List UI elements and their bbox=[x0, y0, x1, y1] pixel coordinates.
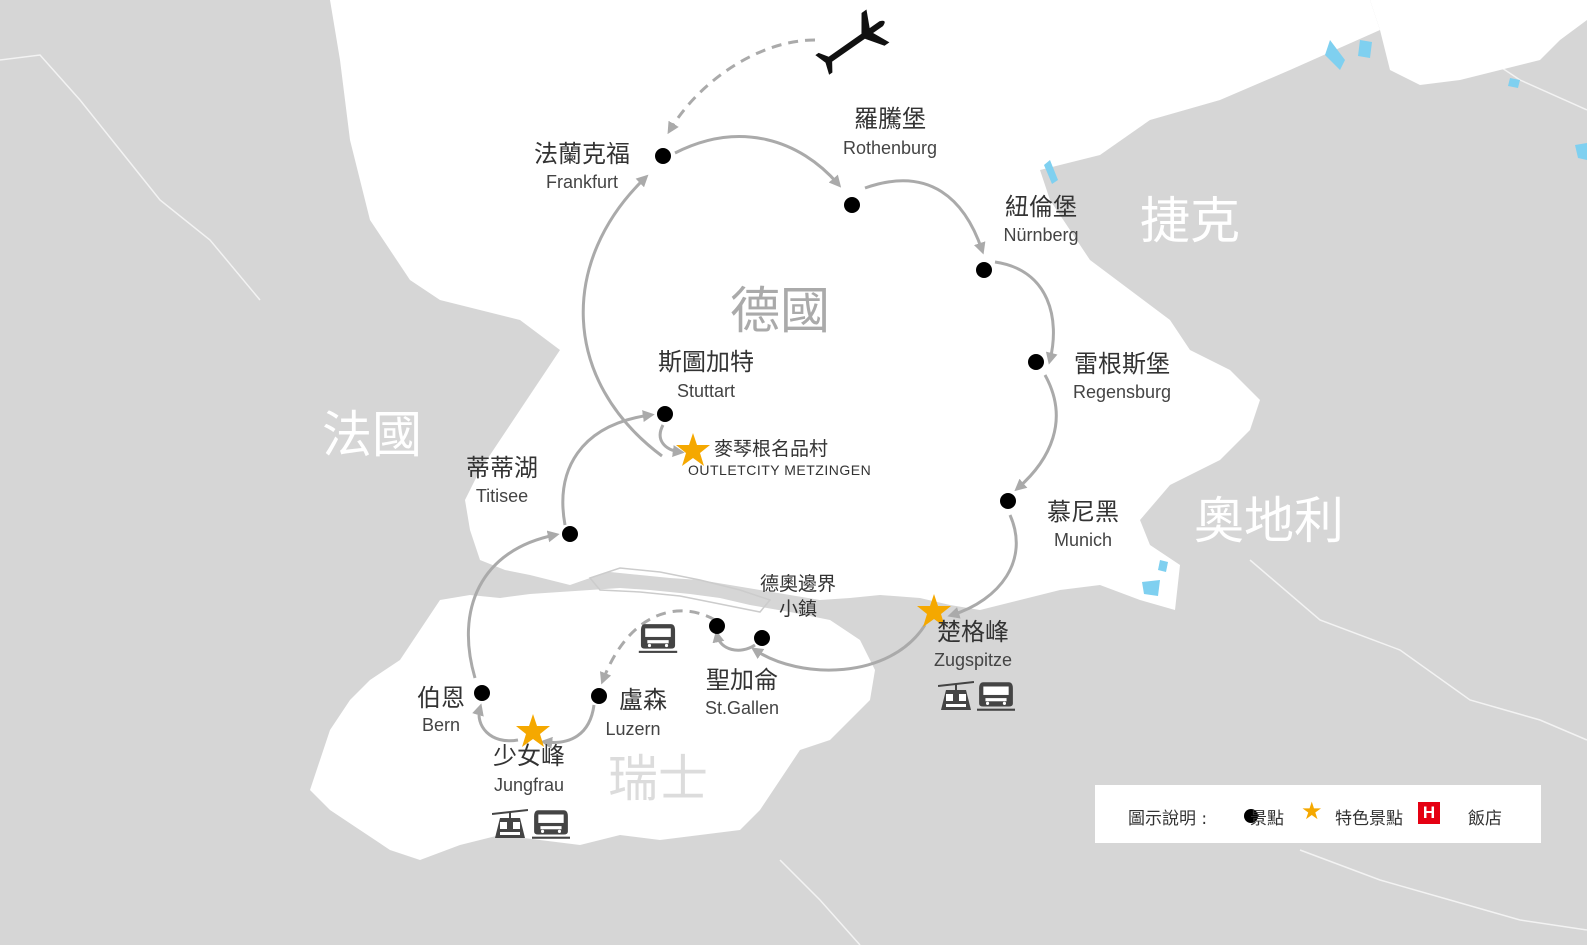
marker-border bbox=[754, 630, 770, 646]
route-stgallen-luzern bbox=[599, 609, 716, 685]
label-frankfurt-zh: 法蘭克福 bbox=[534, 140, 630, 168]
route-lines bbox=[466, 38, 1058, 749]
legend-hotel-icon: H bbox=[1418, 802, 1440, 824]
label-rothenburg-zh: 羅騰堡 bbox=[854, 105, 926, 133]
label-metzingen-zh: 麥琴根名品村 bbox=[714, 438, 828, 460]
label-jungfrau-zh: 少女峰 bbox=[493, 742, 565, 770]
train-icon bbox=[638, 624, 678, 653]
switzerland-shape bbox=[310, 588, 875, 860]
country-label-switzerland: 瑞士 bbox=[608, 750, 708, 808]
country-label-czech: 捷克 bbox=[1140, 192, 1240, 250]
label-bern-zh: 伯恩 bbox=[417, 684, 465, 712]
route-metzingen-frankfurt bbox=[581, 174, 663, 458]
legend-star-icon: ★ bbox=[1301, 797, 1323, 825]
airplane-icon bbox=[815, 9, 890, 75]
label-titisee-en: Titisee bbox=[476, 486, 528, 506]
map-legend: 圖示說明 : 景點 ★ 特色景點 H 飯店 bbox=[1095, 785, 1541, 843]
germany-shape bbox=[330, 0, 1380, 610]
route-frankfurt-rothenburg bbox=[674, 135, 842, 188]
train-icon bbox=[977, 682, 1015, 711]
flight-route bbox=[667, 38, 816, 135]
star-jungfrau-icon bbox=[516, 714, 550, 747]
legend-dot-icon bbox=[1244, 809, 1258, 823]
marker-regensburg bbox=[1028, 354, 1044, 370]
marker-frankfurt bbox=[655, 148, 671, 164]
route-rothenburg-nurnberg bbox=[864, 179, 986, 255]
star-zugspitze-icon bbox=[917, 594, 951, 627]
label-rothenburg-en: Rothenburg bbox=[843, 138, 937, 158]
marker-rothenburg bbox=[844, 197, 860, 213]
lake-constance bbox=[588, 567, 772, 613]
marker-nurnberg bbox=[976, 262, 992, 278]
label-metzingen-en: OUTLETCITY METZINGEN bbox=[688, 462, 871, 478]
marker-stgallen bbox=[709, 618, 725, 634]
route-titisee-stuttgart bbox=[561, 410, 655, 526]
label-frankfurt-en: Frankfurt bbox=[546, 172, 618, 192]
country-label-austria: 奧地利 bbox=[1194, 492, 1344, 550]
route-luzern-jungfrau bbox=[540, 704, 596, 749]
legend-spot-label: 景點 bbox=[1250, 809, 1284, 829]
label-stgallen-zh: 聖加侖 bbox=[706, 666, 778, 694]
water-spots bbox=[1044, 40, 1587, 596]
route-stuttgart-metzingen bbox=[658, 424, 685, 457]
route-munich-zugspitze bbox=[947, 514, 1018, 619]
route-zugspitze-border bbox=[751, 624, 927, 672]
route-jungfrau-bern bbox=[472, 703, 519, 743]
legend-title: 圖示說明 : bbox=[1128, 809, 1208, 829]
legend-feature-label: 特色景點 bbox=[1335, 809, 1403, 829]
marker-luzern bbox=[591, 688, 607, 704]
upper-right-white bbox=[1370, 0, 1587, 85]
label-border-line2: 小鎮 bbox=[779, 598, 817, 620]
place-labels: 法蘭克福 Frankfurt 羅騰堡 Rothenburg 紐倫堡 Nürnbe… bbox=[417, 105, 1171, 795]
label-stuttgart-en: Stuttart bbox=[677, 381, 735, 401]
country-label-germany: 德國 bbox=[730, 282, 830, 340]
label-stuttgart-zh: 斯圖加特 bbox=[658, 348, 754, 376]
label-munich-zh: 慕尼黑 bbox=[1047, 498, 1119, 526]
legend-hotel-label: 飯店 bbox=[1468, 809, 1502, 829]
label-luzern-en: Luzern bbox=[605, 719, 660, 739]
label-nurnberg-zh: 紐倫堡 bbox=[1005, 193, 1077, 221]
marker-titisee bbox=[562, 526, 578, 542]
markers bbox=[474, 148, 1044, 747]
star-metzingen-icon bbox=[676, 433, 710, 466]
marker-munich bbox=[1000, 493, 1016, 509]
label-zugspitze-en: Zugspitze bbox=[934, 650, 1012, 670]
label-nurnberg-en: Nürnberg bbox=[1003, 225, 1078, 245]
route-regensburg-munich bbox=[1014, 374, 1058, 492]
label-regensburg-zh: 雷根斯堡 bbox=[1074, 350, 1170, 378]
label-jungfrau-en: Jungfrau bbox=[494, 775, 564, 795]
route-nurnberg-regensburg bbox=[994, 260, 1058, 365]
label-luzern-zh: 盧森 bbox=[619, 686, 667, 714]
label-munich-en: Munich bbox=[1054, 530, 1112, 550]
route-border-stgallen bbox=[712, 630, 756, 652]
train-icon bbox=[532, 810, 570, 839]
label-border-line1: 德奧邊界 bbox=[760, 573, 836, 595]
marker-stuttgart bbox=[657, 406, 673, 422]
label-zugspitze-zh: 楚格峰 bbox=[937, 618, 1009, 646]
label-regensburg-en: Regensburg bbox=[1073, 382, 1171, 402]
marker-bern bbox=[474, 685, 490, 701]
country-label-france: 法國 bbox=[322, 406, 422, 464]
label-stgallen-en: St.Gallen bbox=[705, 698, 779, 718]
label-titisee-zh: 蒂蒂湖 bbox=[466, 454, 538, 482]
route-bern-titisee bbox=[466, 530, 560, 679]
label-bern-en: Bern bbox=[422, 715, 460, 735]
